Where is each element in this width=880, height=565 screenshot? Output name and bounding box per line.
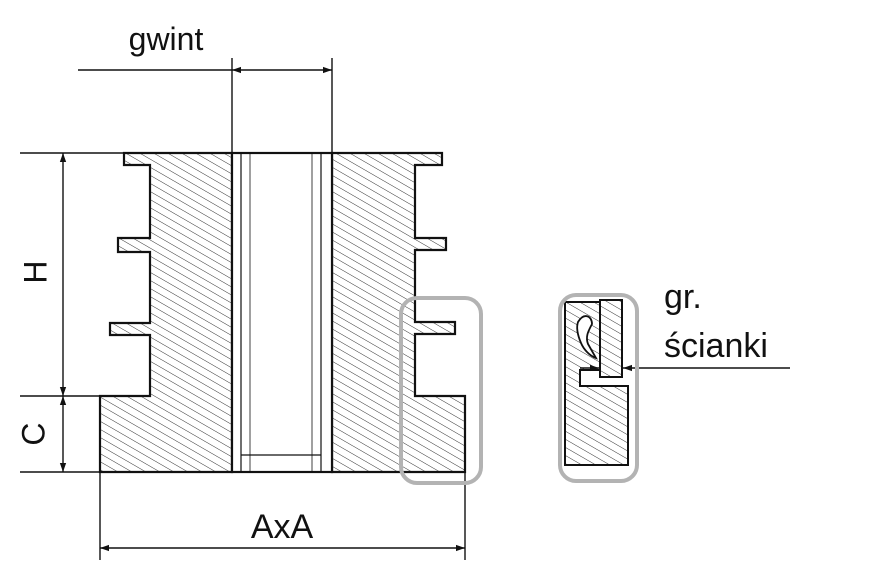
- thread-bore: [230, 151, 334, 474]
- detail-fin: [576, 315, 598, 360]
- insert-cross-section: [98, 151, 467, 474]
- dimension-axa: AxA: [99, 472, 466, 560]
- left-body-section: [98, 151, 234, 474]
- label-h: H: [17, 260, 53, 283]
- label-axa: AxA: [251, 508, 314, 546]
- dimension-gwint: gwint: [78, 21, 333, 153]
- dimension-h: H: [17, 152, 124, 397]
- label-c: C: [15, 422, 51, 445]
- label-gr: gr.: [664, 278, 702, 316]
- highlight-frame-main: [399, 296, 483, 485]
- label-scianki: ścianki: [664, 327, 768, 365]
- detail-wall-strip: [599, 299, 623, 378]
- dimension-c: C: [15, 396, 100, 473]
- highlight-frame-detail: [558, 293, 639, 483]
- right-body-section: [330, 151, 467, 474]
- label-gwint: gwint: [129, 21, 204, 57]
- detail-view: gr. ścianki: [558, 278, 790, 483]
